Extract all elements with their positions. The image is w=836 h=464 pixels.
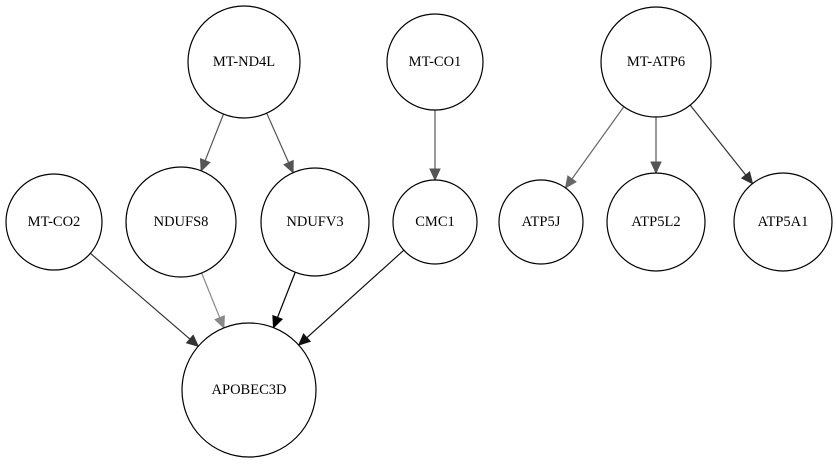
edge-line [89,252,191,340]
edge-line [689,104,747,176]
node-label: APOBEC3D [212,382,287,398]
edge-mt-nd4l-to-ndufv3 [266,112,294,174]
edge-line [266,112,290,163]
edge-mt-atp6-to-atp5j [564,106,625,189]
node-label: CMC1 [415,214,455,230]
edge-line [204,113,225,161]
node-apobec3d: APOBEC3D [181,322,317,458]
node-label: MT-CO2 [28,214,81,230]
arrowhead [564,175,577,189]
edge-line [201,272,221,318]
edge-mt-co1-to-cmc1 [429,110,441,182]
node-atp5a1: ATP5A1 [733,172,833,272]
node-circle [600,6,712,118]
edge-line [276,272,296,318]
arrowhead [214,315,225,330]
arrowhead [272,314,284,329]
node-ndufv3: NDUFV3 [260,167,370,277]
node-circle [5,173,103,271]
arrowhead [650,161,662,175]
arrowhead [199,158,211,172]
edge-mt-atp6-to-atp5a1 [689,104,754,185]
edge-ndufv3-to-apobec3d [272,272,296,329]
edge-mt-atp6-to-atp5l2 [650,117,662,175]
node-ndufs8: NDUFS8 [125,166,237,278]
node-label: NDUFS8 [154,214,209,230]
node-circle [386,13,484,111]
node-label: ATP5J [522,214,561,230]
arrowhead [297,333,312,346]
node-label: MT-ND4L [213,54,275,70]
node-circle [392,179,478,265]
node-atp5j: ATP5J [498,179,584,265]
node-cmc1: CMC1 [392,179,478,265]
edge-mt-nd4l-to-ndufs8 [199,113,225,172]
node-label: NDUFV3 [286,214,343,230]
edge-cmc1-to-apobec3d [297,249,405,346]
node-circle [733,172,833,272]
node-mt-atp6: MT-ATP6 [600,6,712,118]
node-label: MT-CO1 [409,54,462,70]
arrowhead [740,171,754,185]
arrowhead [185,334,200,348]
node-mt-co2: MT-CO2 [5,173,103,271]
arrowhead [429,168,441,182]
edge-line [571,106,625,180]
node-circle [125,166,237,278]
edge-ndufs8-to-apobec3d [201,272,225,330]
node-atp5l2: ATP5L2 [606,172,706,272]
arrowhead [283,159,294,174]
node-label: MT-ATP6 [627,54,685,70]
edge-mt-co2-to-apobec3d [89,252,200,348]
edges-layer [89,104,754,348]
node-label: ATP5A1 [758,214,809,230]
node-circle [498,179,584,265]
node-circle [187,5,301,119]
edge-line [306,249,405,339]
node-circle [606,172,706,272]
node-mt-co1: MT-CO1 [386,13,484,111]
node-circle [260,167,370,277]
node-label: ATP5L2 [631,214,680,230]
node-mt-nd4l: MT-ND4L [187,5,301,119]
node-circle [181,322,317,458]
